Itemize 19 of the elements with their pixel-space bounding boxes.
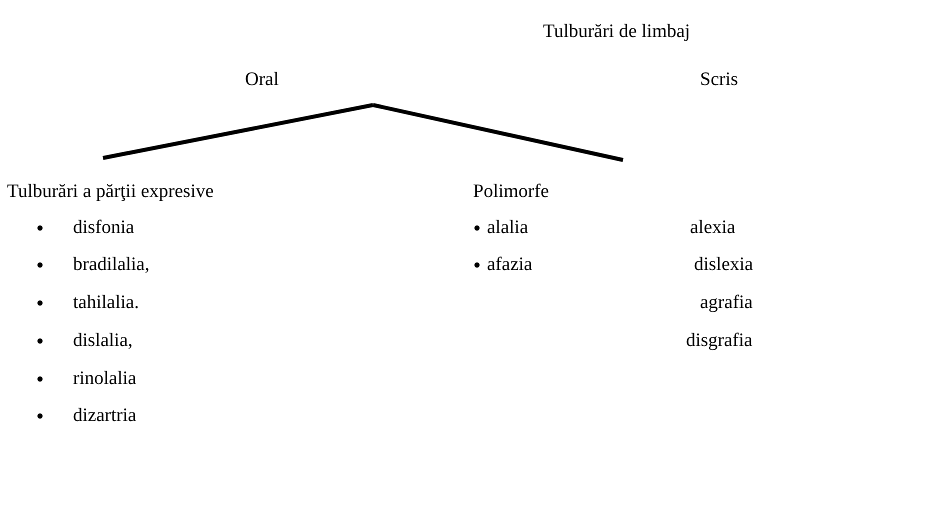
list-item: disfonia	[73, 217, 134, 239]
branch-heading: Tulburări a părţii expresive	[7, 181, 214, 203]
branch-heading: Scris	[700, 69, 738, 91]
list-item: alexia	[690, 217, 736, 239]
list-item: bradilalia,	[73, 254, 150, 276]
list-item: alalia	[487, 217, 528, 239]
branch-line	[102, 103, 374, 160]
list-item: rinolalia	[73, 368, 136, 390]
list-item: dislalia,	[73, 330, 133, 352]
title: Tulburări de limbaj	[543, 21, 690, 43]
branch-heading: Polimorfe	[473, 181, 549, 203]
list-item: dizartria	[73, 405, 136, 427]
list-item: disgrafia	[686, 330, 752, 352]
list-item: dislexia	[694, 254, 754, 276]
list-item: afazia	[487, 254, 532, 276]
branch-line	[372, 103, 624, 162]
list-item: tahilalia.	[73, 292, 139, 314]
list-item: agrafia	[700, 292, 753, 314]
branch-heading: Oral	[245, 69, 279, 91]
